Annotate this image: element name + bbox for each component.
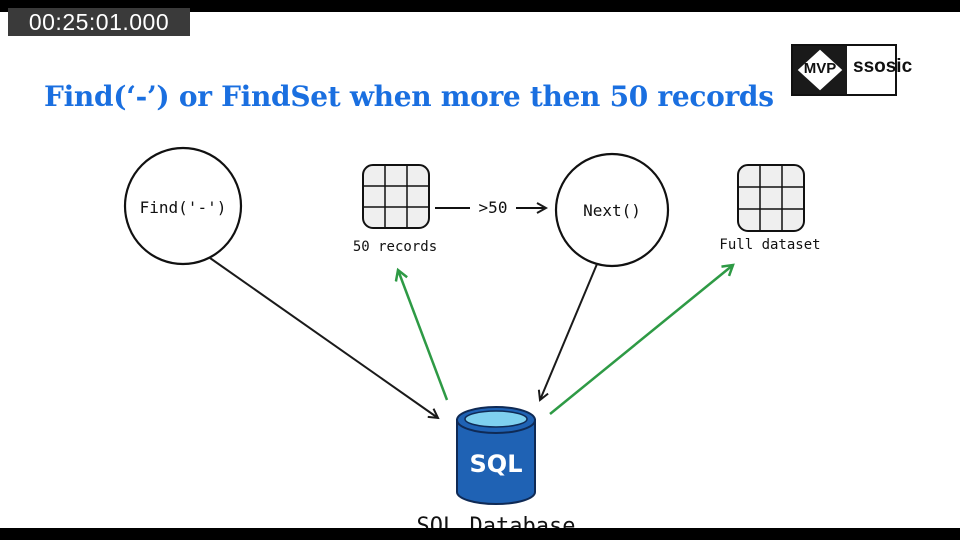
edge-label-gt50: >50 [479, 198, 508, 217]
arrow-db-to-50-records [398, 270, 449, 401]
bottom-letterbox [0, 528, 960, 540]
sql-icon-text: SQL [470, 450, 523, 478]
mvp-logo: MVP ssosic [791, 44, 912, 96]
grid-label-full-dataset: Full dataset [719, 237, 820, 253]
arrow-next-to-db [540, 263, 598, 400]
grid-label-50-records: 50 records [353, 239, 437, 255]
grid-icon-full-dataset [737, 164, 805, 232]
find-node: Find('-') [123, 146, 243, 266]
next-node: Next() [554, 152, 670, 268]
grid-icon-50-records [362, 164, 430, 229]
mvp-badge-text: MVP [803, 60, 837, 77]
mvp-badge [793, 46, 847, 94]
arrow-find-to-db [209, 257, 438, 418]
slide-title: Find(‘-’) or FindSet when more then 50 r… [44, 80, 774, 113]
logo-name: ssosic [853, 56, 913, 77]
next-node-label: Next() [583, 201, 641, 220]
arrow-db-to-full-dataset [549, 265, 733, 415]
sql-database-icon: SQL [456, 406, 536, 505]
video-timestamp: 00:25:01.000 [8, 8, 190, 36]
find-node-label: Find('-') [140, 198, 227, 217]
